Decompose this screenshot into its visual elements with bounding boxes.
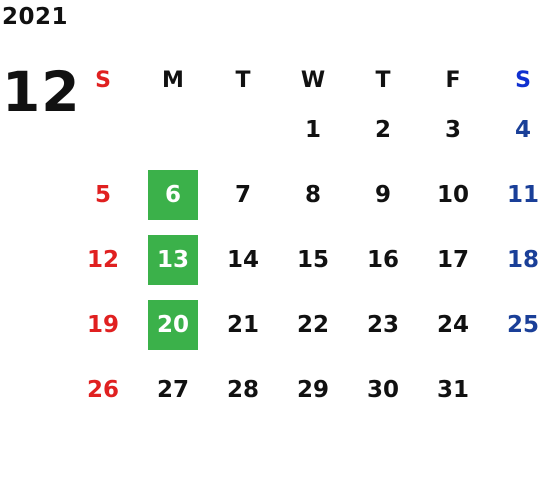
weekday-wednesday: W	[300, 68, 326, 93]
day-cell	[68, 105, 138, 170]
day-cell: 24	[436, 312, 469, 338]
day-cell: 7	[234, 182, 251, 208]
weekday-friday: F	[445, 68, 461, 93]
weekday-saturday: S	[515, 68, 531, 93]
weekday-tuesday: T	[235, 68, 251, 93]
day-cell: 15	[296, 247, 329, 273]
day-cell: 19	[86, 312, 119, 338]
day-cell: 22	[296, 312, 329, 338]
day-cell: 21	[226, 312, 259, 338]
day-cell: 31	[436, 377, 469, 403]
weekday-monday: M	[162, 68, 184, 93]
day-cell: 5	[94, 182, 111, 208]
day-cell: 16	[366, 247, 399, 273]
day-cell: 10	[436, 182, 469, 208]
day-cell: 9	[374, 182, 391, 208]
day-cell	[208, 105, 278, 170]
calendar-month: 12	[2, 60, 81, 124]
day-cell	[138, 105, 208, 170]
day-cell: 17	[436, 247, 469, 273]
highlighted-day-cell: 6	[138, 170, 208, 235]
weekday-sunday: S	[95, 68, 111, 93]
day-cell	[488, 365, 548, 430]
week-row-3: 12 13 14 15 16 17 18	[68, 235, 548, 300]
week-row-1: 1 2 3 4	[68, 105, 548, 170]
highlighted-day-cell: 20	[138, 300, 208, 365]
calendar-year: 2021	[2, 4, 69, 30]
day-cell: 28	[226, 377, 259, 403]
day-cell: 4	[514, 117, 531, 143]
weekday-thursday: T	[375, 68, 391, 93]
day-cell: 27	[156, 377, 189, 403]
day-cell: 11	[506, 182, 539, 208]
weekday-header-row: S M T W T F S	[68, 60, 548, 105]
day-cell: 3	[444, 117, 461, 143]
day-cell: 18	[506, 247, 539, 273]
day-cell: 25	[506, 312, 539, 338]
day-cell: 30	[366, 377, 399, 403]
calendar-grid: S M T W T F S 1 2 3 4 5 6 7 8 9 10 11	[68, 60, 548, 430]
highlighted-day-cell: 13	[138, 235, 208, 300]
week-row-5: 26 27 28 29 30 31	[68, 365, 548, 430]
day-cell: 14	[226, 247, 259, 273]
day-cell: 26	[86, 377, 119, 403]
week-row-4: 19 20 21 22 23 24 25	[68, 300, 548, 365]
day-cell: 8	[304, 182, 321, 208]
day-cell: 23	[366, 312, 399, 338]
day-cell: 29	[296, 377, 329, 403]
week-row-2: 5 6 7 8 9 10 11	[68, 170, 548, 235]
day-cell: 12	[86, 247, 119, 273]
day-cell: 2	[374, 117, 391, 143]
day-cell: 1	[304, 117, 321, 143]
